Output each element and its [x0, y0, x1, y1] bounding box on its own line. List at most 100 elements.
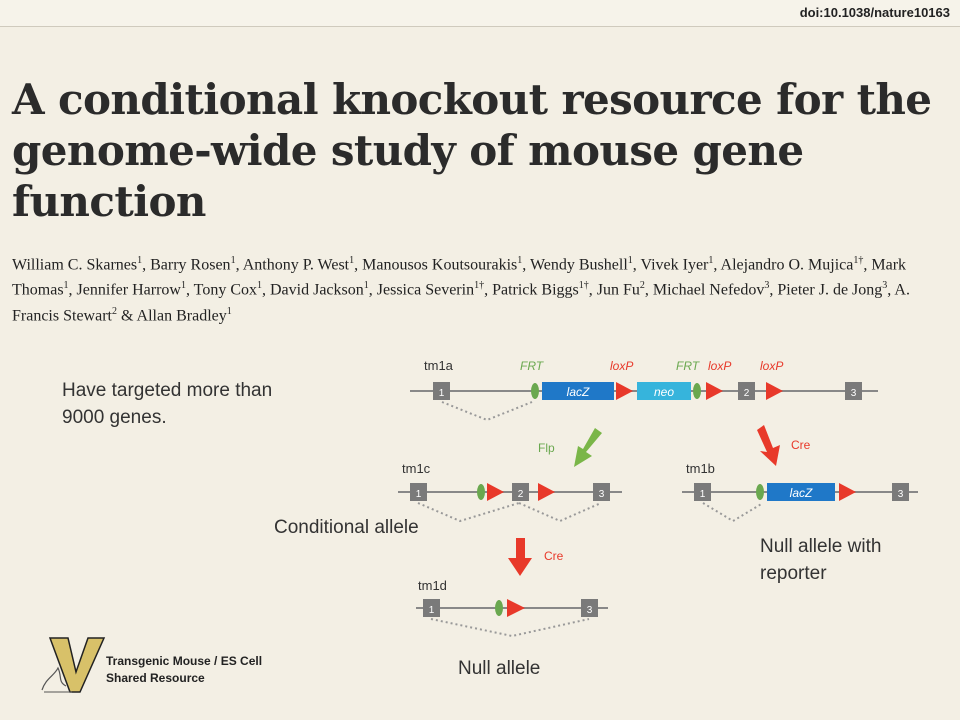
tm1d-exon-3-num: 3: [587, 605, 593, 616]
author-affiliation: 1: [137, 255, 143, 266]
cre-label-tm1d: Cre: [544, 549, 564, 563]
tm1c-label: tm1c: [402, 461, 431, 476]
author-affiliation: 1: [627, 255, 633, 266]
author-affiliation: 2: [111, 305, 117, 317]
tm1a-frt-2: [693, 383, 701, 399]
tm1a-lacz-label: lacZ: [567, 385, 590, 399]
tm1b-lacz-label: lacZ: [790, 486, 813, 500]
author-affiliation: 1: [363, 280, 369, 292]
tm1d-label: tm1d: [418, 578, 447, 593]
vanderbilt-v-logo: [41, 637, 106, 693]
tm1c-exon-2: [512, 483, 529, 501]
tm1d-splice: [430, 618, 590, 638]
author-name: Allan Bradley: [136, 306, 227, 324]
tm1b-exon-1-num: 1: [700, 489, 706, 500]
author-name: Jessica Severin: [376, 281, 475, 299]
header-bar: [0, 0, 960, 26]
author-affiliation: 1: [230, 255, 236, 266]
null-allele-label: Null allele: [458, 658, 541, 679]
author-name: Pieter J. de Jong: [777, 281, 883, 299]
tm1a-frt-label-2: FRT: [676, 359, 701, 373]
doi-label: doi:10.1038/nature10163: [799, 5, 950, 20]
header-divider: [0, 26, 960, 27]
targeted-note: Have targeted more than 9000 genes.: [62, 380, 273, 428]
tm1b-exon-3: [892, 483, 909, 501]
tm1c-splice-1: [417, 502, 520, 523]
tm1b-exon-1: [694, 483, 711, 501]
flp-arrow: [574, 428, 602, 467]
tm1d-exon-1: [423, 599, 440, 617]
author-list: William C. Skarnes1, Barry Rosen1, Antho…: [12, 255, 910, 324]
tm1a-loxp-2: [706, 382, 723, 400]
author-name: Mark Thomas: [12, 256, 907, 299]
tm1d-exon-3: [581, 599, 598, 617]
cre-arrow-tm1b: [757, 425, 780, 466]
author-affiliation: 1†: [474, 280, 485, 292]
author-affiliation: 1: [63, 280, 69, 292]
tm1d-exon-1-num: 1: [429, 605, 435, 616]
tm1c-exon-1: [410, 483, 427, 501]
tm1d-frt: [495, 600, 503, 616]
author-affiliation: 1: [180, 280, 186, 292]
tm1a-exon-3-num: 3: [851, 388, 857, 399]
author-affiliation: 3: [764, 280, 770, 292]
tm1a-exon-2-num: 2: [744, 388, 750, 399]
tm1a-frt-1: [531, 383, 539, 399]
author-name: Wendy Bushell: [529, 256, 628, 274]
tm1a-loxp-label-2: loxP: [708, 359, 731, 373]
cre-arrow-tm1d: [508, 538, 532, 576]
author-name: Patrick Biggs: [492, 281, 579, 299]
tm1a-loxp-3: [766, 382, 783, 400]
author-name: Alejandro O. Mujica: [720, 256, 854, 274]
tm1a-label: tm1a: [424, 358, 454, 373]
author-affiliation: 1: [226, 305, 232, 317]
author-affiliation: 3: [882, 280, 888, 292]
tm1a-neo-label: neo: [654, 385, 674, 399]
author-name: Tony Cox: [193, 281, 257, 299]
paper-title: A conditional knockout resource for the …: [12, 75, 932, 226]
author-name: Barry Rosen: [150, 256, 231, 274]
tm1c-splice-2: [518, 502, 602, 523]
cre-label-tm1b: Cre: [791, 438, 811, 452]
tm1b-label: tm1b: [686, 461, 715, 476]
author-name: A. Francis Stewart: [12, 281, 910, 324]
author-affiliation: 1: [349, 255, 355, 266]
author-affiliation: 1: [708, 255, 714, 266]
tm1a-splice: [441, 401, 533, 422]
author-affiliation: 2: [639, 280, 645, 292]
tm1c-loxp-1: [487, 483, 504, 501]
author-name: Jennifer Harrow: [76, 281, 181, 299]
author-affiliation: 1†: [578, 280, 589, 292]
tm1d-loxp: [507, 599, 525, 617]
author-name: Michael Nefedov: [652, 281, 765, 299]
author-affiliation: 1: [257, 280, 262, 292]
tm1c-exon-2-num: 2: [518, 489, 524, 500]
tm1c-frt: [477, 484, 485, 500]
author-affiliation: 1: [517, 255, 523, 266]
author-name: Anthony P. West: [242, 256, 350, 274]
tm1a-loxp-label-3: loxP: [760, 359, 783, 373]
tm1c-loxp-2: [538, 483, 555, 501]
author-name: David Jackson: [270, 281, 364, 299]
tm1b-loxp: [839, 483, 856, 501]
tm1b-lacz: [767, 483, 835, 501]
tm1b-splice: [702, 502, 764, 523]
tm1a-exon-1-num: 1: [439, 388, 445, 399]
tm1a-frt-label-1: FRT: [520, 359, 545, 373]
tm1c-exon-3: [593, 483, 610, 501]
tm1c-exon-1-num: 1: [416, 489, 422, 500]
author-name: William C. Skarnes: [12, 256, 138, 274]
author-name: Jun Fu: [596, 281, 640, 299]
logo-line-1: Transgenic Mouse / ES Cell: [106, 654, 263, 668]
author-name: Manousos Koutsourakis: [362, 256, 518, 274]
null-reporter-label: Null allele with reporter: [760, 536, 882, 584]
tm1b-exon-3-num: 3: [898, 489, 904, 500]
tm1a-exon-3: [845, 382, 862, 400]
logo-line-2: Shared Resource: [106, 671, 205, 685]
tm1a-loxp-label-1: loxP: [610, 359, 633, 373]
conditional-allele-label: Conditional allele: [274, 517, 419, 538]
tm1a-neo: [637, 382, 691, 400]
tm1a-exon-1: [433, 382, 450, 400]
tm1a-loxp-1: [616, 382, 633, 400]
